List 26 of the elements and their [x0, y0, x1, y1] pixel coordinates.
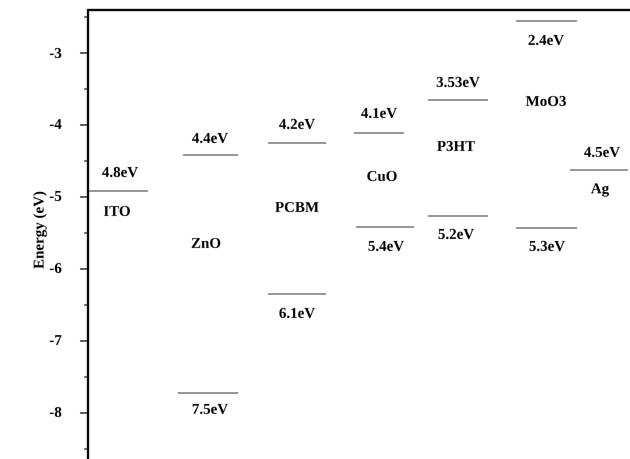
energy-value: 5.2eV [438, 228, 474, 240]
material-label: CuO [367, 170, 397, 182]
energy-value: 3.53eV [436, 76, 480, 88]
energy-value: 4.5eV [584, 146, 620, 158]
material-label: Ag [590, 183, 610, 197]
material-label: ITO [104, 206, 130, 216]
energy-value: 6.1eV [279, 308, 315, 318]
tick-label: -4 [50, 119, 62, 129]
energy-value: 4.8eV [102, 166, 138, 178]
energy-value: 5.3eV [529, 240, 565, 252]
axis-title: Energy (eV) [33, 192, 47, 269]
material-label: ZnO [192, 238, 220, 248]
material-label: MoO3 [526, 96, 566, 106]
energy-value: 5.4eV [368, 240, 404, 252]
energy-value: 4.1eV [361, 108, 397, 118]
energy-value: 7.5eV [192, 404, 228, 414]
tick-label: -6 [50, 262, 62, 274]
tick-label: -8 [50, 406, 62, 418]
energy-value: 4.2eV [279, 118, 315, 130]
energy-value: 2.4eV [528, 34, 564, 46]
material-label: P3HT [437, 140, 475, 152]
tick-label: -3 [50, 48, 62, 58]
tick-label: -7 [50, 335, 62, 345]
energy-value: 4.4eV [192, 132, 228, 144]
material-label: PCBM [275, 202, 319, 212]
tick-label: -5 [50, 191, 62, 201]
